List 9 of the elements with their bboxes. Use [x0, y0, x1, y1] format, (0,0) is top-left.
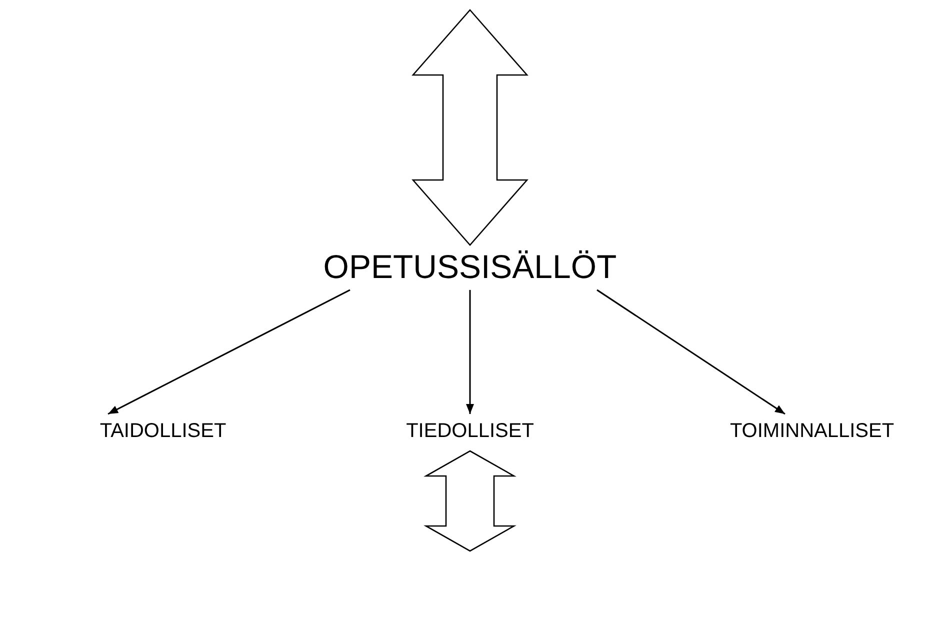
category-label: TIEDOLLISET: [406, 420, 534, 443]
category-label: TOIMINNALLISET: [730, 420, 894, 443]
category-label: TAIDOLLISET: [100, 420, 226, 443]
arrow: [466, 290, 474, 414]
arrow: [108, 289, 350, 415]
double-block-arrow: [412, 9, 528, 246]
heading-label: OPETUSSISÄLLÖT: [323, 248, 617, 286]
double-block-arrow: [424, 450, 516, 552]
arrow: [596, 289, 786, 415]
